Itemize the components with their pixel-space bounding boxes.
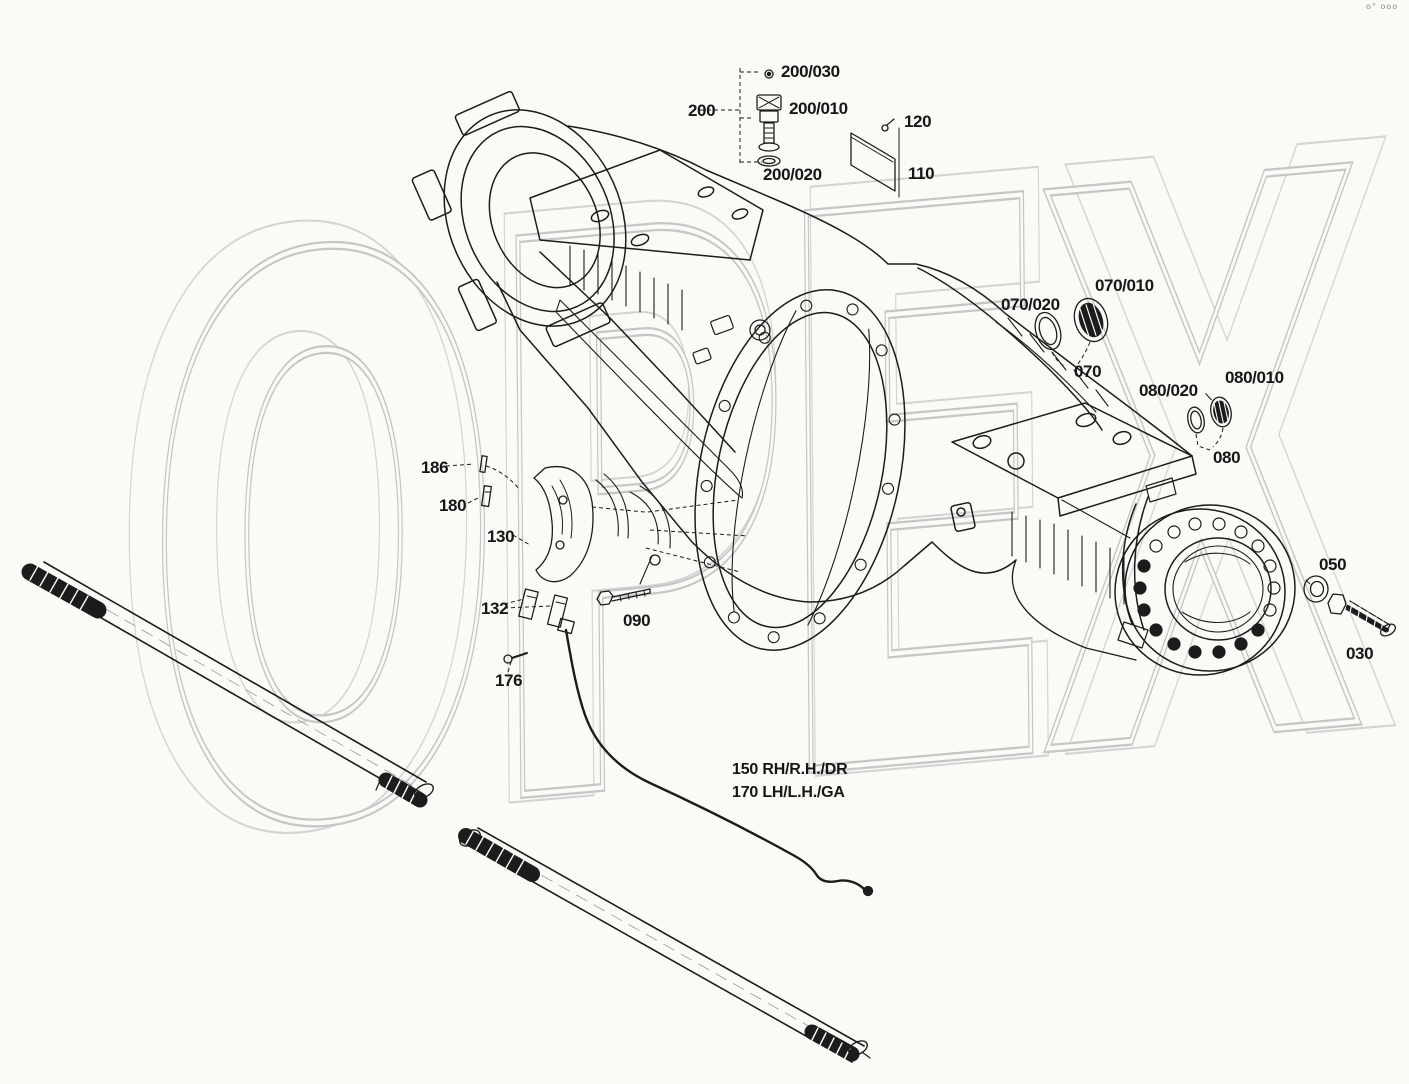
shim-plate-drawing (850, 127, 900, 198)
part-label-130: 130 (487, 527, 515, 546)
wheel-flange-drawing (1114, 477, 1296, 676)
leader-lines (445, 68, 1224, 673)
right-spring-pad-drawing (950, 402, 1197, 532)
part-label-176: 176 (495, 671, 523, 690)
seal-ring-080-020-drawing (1187, 406, 1205, 434)
part-label-050: 050 (1319, 555, 1347, 574)
part-label-080-010: 080/010 (1225, 368, 1284, 387)
part-label-090: 090 (623, 611, 651, 630)
pads-132-drawing (518, 588, 569, 628)
plug-080-010-drawing (1205, 393, 1232, 428)
svg-text:OPEX: OPEX (140, 13, 1366, 1007)
axle-housing-drawing (411, 90, 1296, 676)
right-arm-drawing (917, 267, 1109, 431)
pin-180-drawing (480, 485, 493, 508)
corner-mark: o° ooo (1366, 2, 1399, 11)
flange-bolt-holes (1133, 517, 1281, 659)
part-label-080: 080 (1213, 448, 1241, 467)
part-label-132: 132 (481, 599, 509, 618)
part-label-200-020: 200/020 (763, 165, 822, 184)
watermark-text: OPEX OPEX OPEX (102, 0, 1404, 1030)
note-rh-dr: 150 RH/R.H./DR (732, 761, 848, 778)
washer-050-drawing (1303, 575, 1329, 603)
part-label-200: 200 (688, 101, 716, 120)
right-tube-drawing (1011, 499, 1131, 605)
part-label-030: 030 (1346, 644, 1374, 663)
part-label-186: 186 (421, 458, 449, 477)
brake-anchor-130-drawing (533, 466, 671, 585)
seal-ring-070-020-drawing (1034, 311, 1062, 351)
part-label-200-010: 200/010 (789, 99, 848, 118)
brake-rod-150-170-drawing (557, 617, 874, 897)
note-lh-ga: 170 LH/L.H./GA (732, 784, 845, 801)
bolt-090-drawing (596, 588, 651, 606)
pin-186-drawing (479, 455, 488, 473)
breather-valve-group-drawing (756, 69, 782, 167)
part-label-070: 070 (1074, 362, 1102, 381)
differential-cover-drawing (694, 289, 906, 651)
part-label-070-010: 070/010 (1095, 276, 1154, 295)
beam-hatch (569, 245, 683, 331)
svg-text:OPEX: OPEX (140, 13, 1366, 1007)
plug-070-010-drawing (1073, 297, 1109, 343)
part-label-110: 110 (908, 164, 935, 183)
part-label-080-020: 080/020 (1139, 381, 1198, 400)
screw-176-drawing (503, 652, 528, 664)
axle-shaft-upper-drawing (21, 561, 434, 808)
svg-text:OPEX: OPEX (103, 0, 1404, 1029)
top-spring-pad-drawing (529, 149, 764, 261)
part-label-120: 120 (904, 112, 932, 131)
bolt-030-drawing (1327, 593, 1397, 637)
screw-120-drawing (881, 118, 895, 132)
part-label-200-030: 200/030 (781, 62, 840, 81)
part-label-180: 180 (439, 496, 467, 515)
axle-shaft-lower-drawing (458, 827, 871, 1063)
part-label-070-020: 070/020 (1001, 295, 1060, 314)
